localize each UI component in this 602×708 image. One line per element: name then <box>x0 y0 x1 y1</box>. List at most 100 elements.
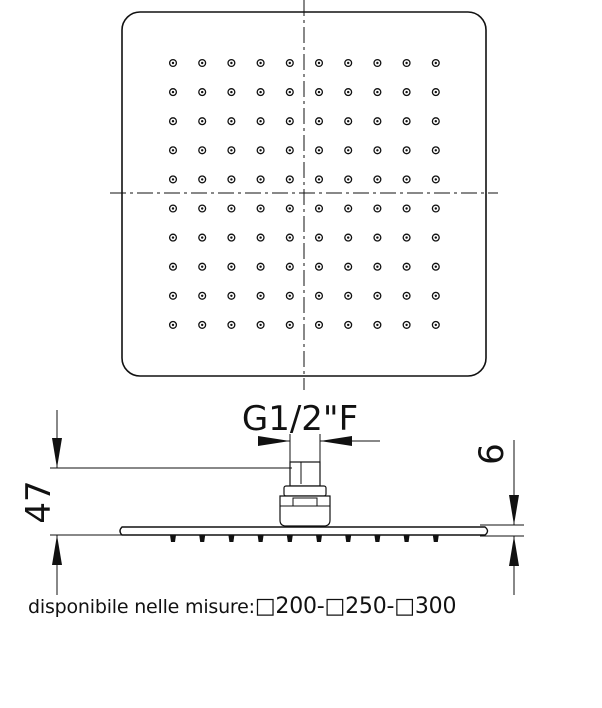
nozzle-tip <box>228 535 235 542</box>
nozzle <box>402 262 411 271</box>
top-view <box>110 0 498 390</box>
nozzle <box>314 117 324 126</box>
nozzle-tip <box>374 535 381 542</box>
nozzle <box>285 58 294 68</box>
nozzle-tip <box>257 535 264 542</box>
nozzle <box>227 146 236 155</box>
height-arrow-top <box>52 438 62 468</box>
thread-arrow-left <box>258 436 290 446</box>
nozzle <box>402 175 411 184</box>
nozzle <box>168 146 178 155</box>
nozzle <box>402 58 411 68</box>
nozzle <box>431 262 440 271</box>
nozzle <box>373 117 382 126</box>
nozzle <box>344 58 353 68</box>
nozzle <box>285 204 294 213</box>
nozzle <box>431 320 440 329</box>
nozzle <box>285 117 294 126</box>
thread-connector <box>289 461 321 487</box>
nozzle <box>314 262 324 271</box>
nozzle <box>198 117 207 126</box>
nozzle <box>168 262 178 271</box>
nozzle <box>373 88 382 97</box>
nozzle <box>314 146 324 155</box>
nozzle <box>373 320 382 329</box>
nozzle-tip <box>199 535 206 542</box>
nozzle <box>373 146 382 155</box>
nozzle <box>344 204 353 213</box>
nozzle <box>168 204 178 213</box>
nozzle <box>431 175 440 184</box>
nozzle <box>285 291 294 300</box>
nozzle <box>256 291 265 300</box>
nozzle <box>168 291 178 300</box>
nozzle <box>198 262 207 271</box>
nozzle <box>373 233 382 242</box>
nozzle <box>373 291 382 300</box>
thickness-arrow-top <box>509 495 519 525</box>
nozzle <box>256 117 265 126</box>
nozzle <box>256 233 265 242</box>
side-view: G1/2"F 47 6 <box>19 399 524 595</box>
nozzle-tip <box>170 535 176 542</box>
nozzle <box>314 320 324 329</box>
nozzle <box>227 58 236 68</box>
overall-height-label: 47 <box>19 480 59 523</box>
nozzle <box>314 204 324 213</box>
nozzle <box>314 58 324 68</box>
nozzle <box>431 204 440 213</box>
availability-caption: disponibile nelle misure:□200-□250-□300 <box>28 594 456 619</box>
nozzle <box>198 58 207 68</box>
nozzle <box>256 320 265 329</box>
nozzle <box>285 233 294 242</box>
nozzle <box>198 320 207 329</box>
thread-arrow-right <box>320 436 352 446</box>
nozzle-tip <box>316 535 322 542</box>
nozzle <box>285 320 294 329</box>
height-arrow-bottom <box>52 535 62 565</box>
nozzle <box>198 88 207 97</box>
nozzle <box>227 262 236 271</box>
nozzle <box>198 204 207 213</box>
nozzle-tip <box>345 535 352 542</box>
connector-nut <box>283 485 327 497</box>
nozzle <box>373 262 382 271</box>
nozzle <box>344 175 353 184</box>
nozzle <box>285 175 294 184</box>
nozzle <box>285 146 294 155</box>
nozzle <box>256 175 265 184</box>
ball-joint-slot <box>292 497 318 507</box>
thickness-arrow-bottom <box>509 536 519 566</box>
nozzle <box>431 146 440 155</box>
thread-label: G1/2"F <box>242 399 358 439</box>
nozzle <box>402 88 411 97</box>
nozzle <box>431 291 440 300</box>
caption-text: disponibile nelle misure: <box>28 596 255 618</box>
shower-plate-profile <box>119 526 489 536</box>
nozzle <box>198 291 207 300</box>
nozzle <box>314 175 324 184</box>
nozzle <box>168 58 178 68</box>
nozzle <box>431 233 440 242</box>
nozzle <box>344 262 353 271</box>
nozzle <box>227 320 236 329</box>
nozzle <box>344 88 353 97</box>
nozzle <box>168 117 178 126</box>
nozzle <box>314 291 324 300</box>
nozzle <box>256 262 265 271</box>
nozzle <box>402 204 411 213</box>
nozzle <box>402 233 411 242</box>
nozzle <box>198 233 207 242</box>
nozzle <box>344 117 353 126</box>
nozzle <box>227 175 236 184</box>
nozzle-tip <box>432 535 439 542</box>
nozzle <box>373 175 382 184</box>
nozzle <box>402 320 411 329</box>
nozzle-tips <box>170 535 439 542</box>
nozzle <box>431 58 440 68</box>
nozzle <box>227 233 236 242</box>
nozzle <box>431 117 440 126</box>
nozzle <box>168 320 178 329</box>
nozzle <box>198 175 207 184</box>
nozzle <box>373 204 382 213</box>
